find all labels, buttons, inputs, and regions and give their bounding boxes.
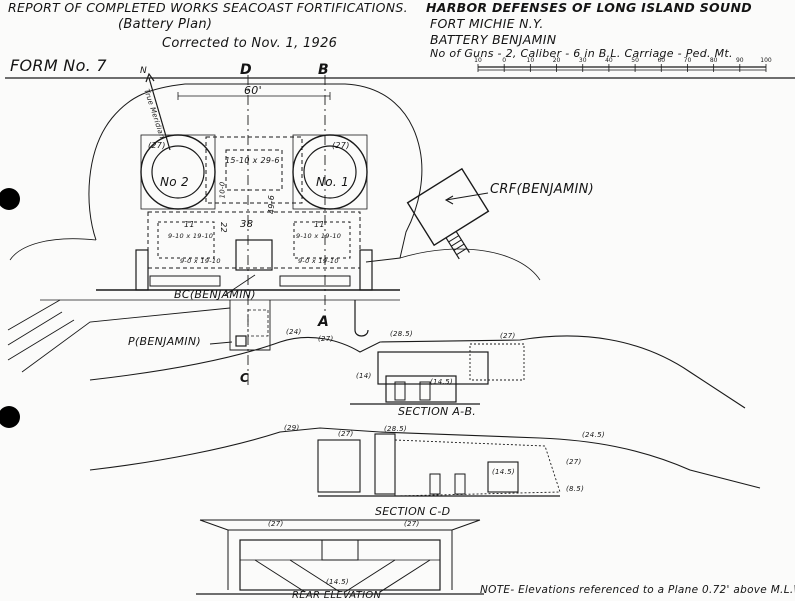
battery-name: BATTERY BENJAMIN xyxy=(430,32,557,47)
section-label-a: A xyxy=(318,314,330,330)
dimension-22: 22 xyxy=(218,222,228,233)
scale-tick-label: 0 xyxy=(502,57,506,64)
dimension-11-left: 11 xyxy=(184,220,195,229)
section-cd-elev-g: (27) xyxy=(566,458,582,466)
dimension-38: 38 xyxy=(240,219,254,230)
magazine-room xyxy=(205,136,303,204)
section-cd-title: SECTION C-D xyxy=(375,505,451,518)
section-cd-elev-c: (28.5) xyxy=(384,425,407,433)
section-label-b: B xyxy=(318,62,329,78)
dimension-49-6: 49-6 xyxy=(267,194,277,215)
room-left-dimension: 9-10 x 19-10 xyxy=(168,232,214,240)
section-ab-elev-b: (27) xyxy=(318,335,334,343)
rear-elev-a: (27) xyxy=(268,520,284,528)
loading-platform-right xyxy=(279,275,351,287)
parapet-outline xyxy=(88,83,423,263)
crf-station xyxy=(406,167,490,260)
dimension-10-0: 10-0 xyxy=(218,181,227,199)
scale-bar xyxy=(477,64,767,72)
scale-tick-label: 40 xyxy=(605,57,613,64)
section-cd-elev-f: (8.5) xyxy=(566,485,585,493)
section-cd-elev-e: (14.5) xyxy=(492,468,515,476)
gun-2-label: No 2 xyxy=(160,175,189,189)
crf-label: CRF(BENJAMIN) xyxy=(490,182,594,197)
gun-info: No of Guns - 2, Caliber - 6 in B.L. Carr… xyxy=(430,47,733,60)
gun-1-elevation: (27) xyxy=(332,141,350,150)
section-ab-elev-a: (24) xyxy=(286,328,302,336)
scale-tick-label: 50 xyxy=(631,57,639,64)
room-right-dimension-b: 9-0 x 19-10 xyxy=(298,257,339,265)
p-label: P(BENJAMIN) xyxy=(128,335,201,348)
ground-line-ab xyxy=(89,335,746,409)
rear-elev-c: (14.5) xyxy=(326,578,349,586)
rear-elev-b: (27) xyxy=(404,520,420,528)
scale-tick-label: 90 xyxy=(736,57,744,64)
scale-tick-label: 100 xyxy=(760,57,772,64)
outer-slope-line xyxy=(399,248,541,281)
scale-tick-label: 10 xyxy=(474,57,482,64)
section-ab-title: SECTION A-B. xyxy=(398,405,477,418)
section-ab-elev-d: (27) xyxy=(500,332,516,340)
section-ab-elev-f: (14) xyxy=(356,372,372,380)
scale-tick-label: 10 xyxy=(527,57,535,64)
north-label: N xyxy=(140,66,148,76)
scale-tick-label: 80 xyxy=(710,57,718,64)
gun-2-elevation: (27) xyxy=(148,141,166,150)
harbor-title: HARBOR DEFENSES OF LONG ISLAND SOUND xyxy=(426,0,752,15)
battery-plan xyxy=(7,72,541,385)
section-cd-drawing xyxy=(89,427,761,497)
scale-tick-label: 60 xyxy=(657,57,665,64)
room-right-dimension: 9-10 x 19-10 xyxy=(296,232,342,240)
section-ab-drawing xyxy=(89,335,746,409)
section-cd-elev-b: (27) xyxy=(338,430,354,438)
section-cd-elev-d: (24.5) xyxy=(582,431,605,439)
binder-hole-top xyxy=(0,188,20,210)
scale-tick-label: 30 xyxy=(579,57,587,64)
dimension-11-right: 11 xyxy=(314,220,325,229)
loading-platform-left xyxy=(149,275,221,287)
magazine-dimension: 15-10 x 29-6 xyxy=(225,156,280,165)
binder-hole-bottom xyxy=(0,406,20,428)
rear-elevation-drawing xyxy=(196,519,484,595)
width-dimension: 60' xyxy=(244,84,262,97)
bc-label: BC(BENJAMIN) xyxy=(174,288,256,301)
section-ab-elev-e: (14.5) xyxy=(430,378,453,386)
plan-type: (Battery Plan) xyxy=(118,17,213,32)
section-cd-elev-a: (29) xyxy=(284,424,300,432)
rear-elevation-title: REAR ELEVATION xyxy=(292,590,382,601)
ground-line-cd xyxy=(89,427,761,489)
elevation-note: NOTE- Elevations referenced to a Plane 0… xyxy=(480,584,795,596)
north-arrow xyxy=(148,77,171,151)
scale-tick-label: 70 xyxy=(684,57,692,64)
form-number: FORM No. 7 xyxy=(10,56,107,75)
section-label-d: D xyxy=(240,62,252,78)
section-ab-elev-c: (28.5) xyxy=(390,330,413,338)
retaining-wall xyxy=(7,299,231,373)
corrected-date: Corrected to Nov. 1, 1926 xyxy=(162,36,338,51)
scale-tick-label: 20 xyxy=(553,57,561,64)
section-label-c: C xyxy=(240,371,250,385)
gun-1-label: No. 1 xyxy=(316,175,350,189)
report-title: REPORT OF COMPLETED WORKS SEACOAST FORTI… xyxy=(8,0,408,15)
fort-name: FORT MICHIE N.Y. xyxy=(430,16,544,31)
room-left-dimension-b: 9-0 x 19-10 xyxy=(180,257,221,265)
